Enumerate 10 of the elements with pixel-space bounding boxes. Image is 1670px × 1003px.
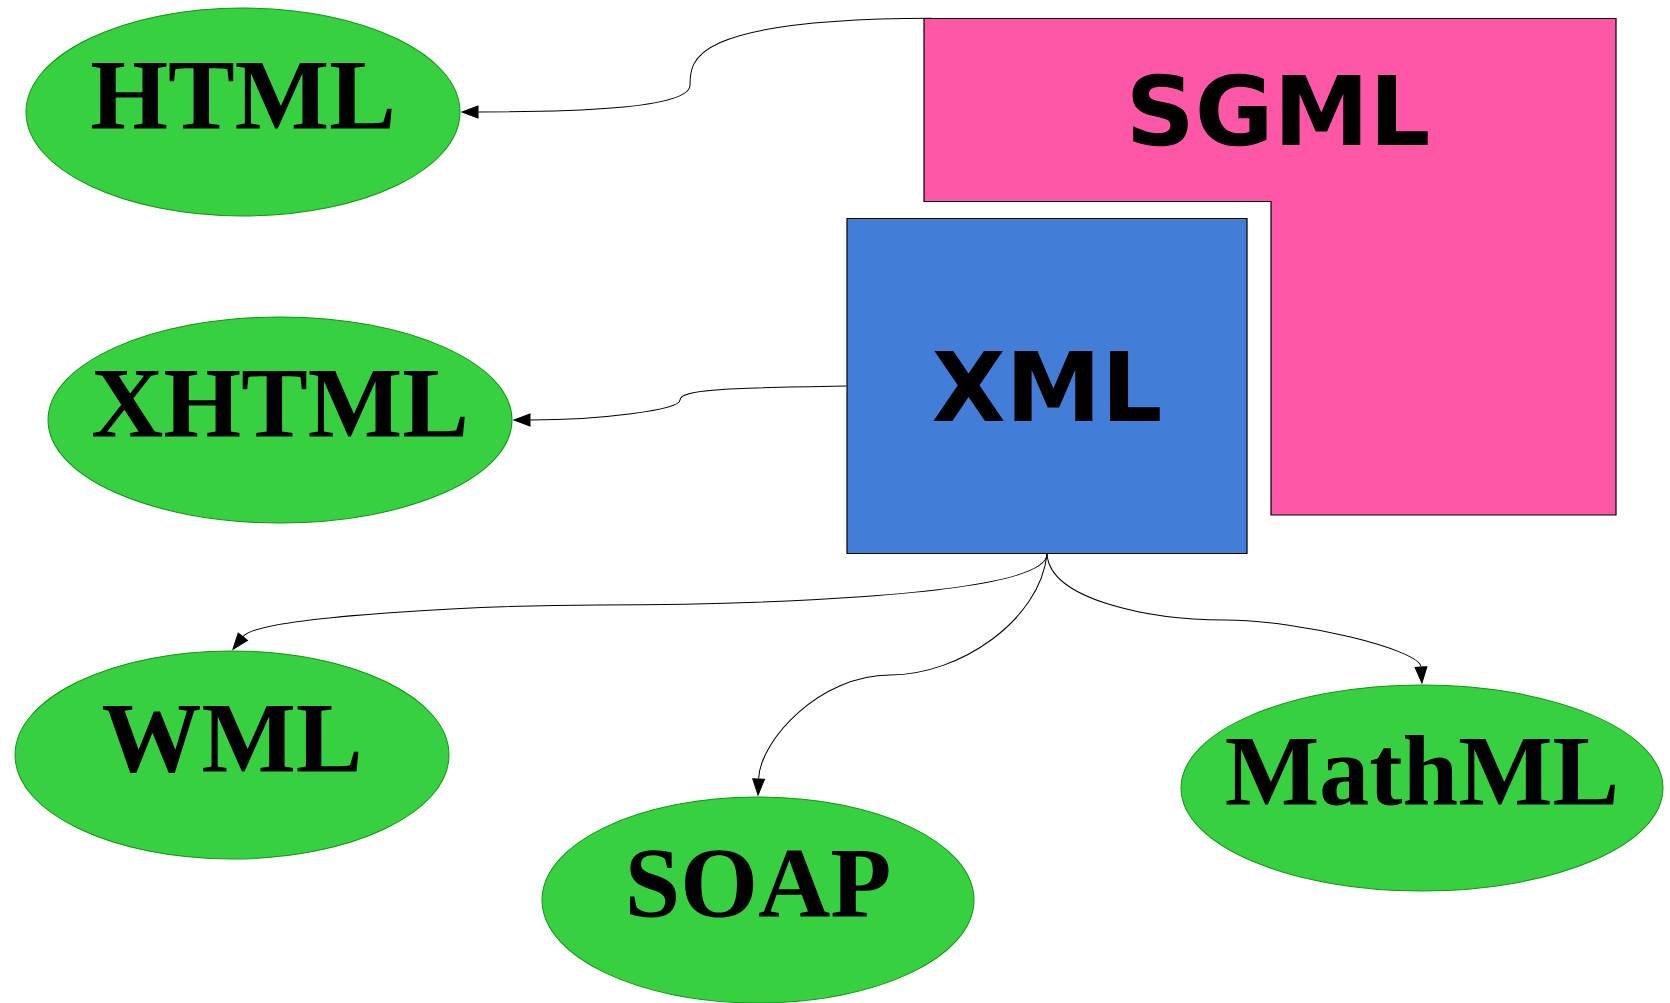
process-box: XML — [846, 217, 1248, 555]
arrow — [461, 17, 933, 119]
ellipse-node: HTML — [25, 7, 461, 217]
ellipse-node: XHTML — [47, 316, 513, 524]
ellipse-node: SOAP — [541, 796, 975, 1003]
arrow — [752, 553, 1048, 796]
arrow — [513, 385, 847, 427]
arrow — [1046, 553, 1428, 684]
ellipse-node: WML — [14, 650, 450, 860]
ellipse-node: MathML — [1180, 684, 1664, 892]
